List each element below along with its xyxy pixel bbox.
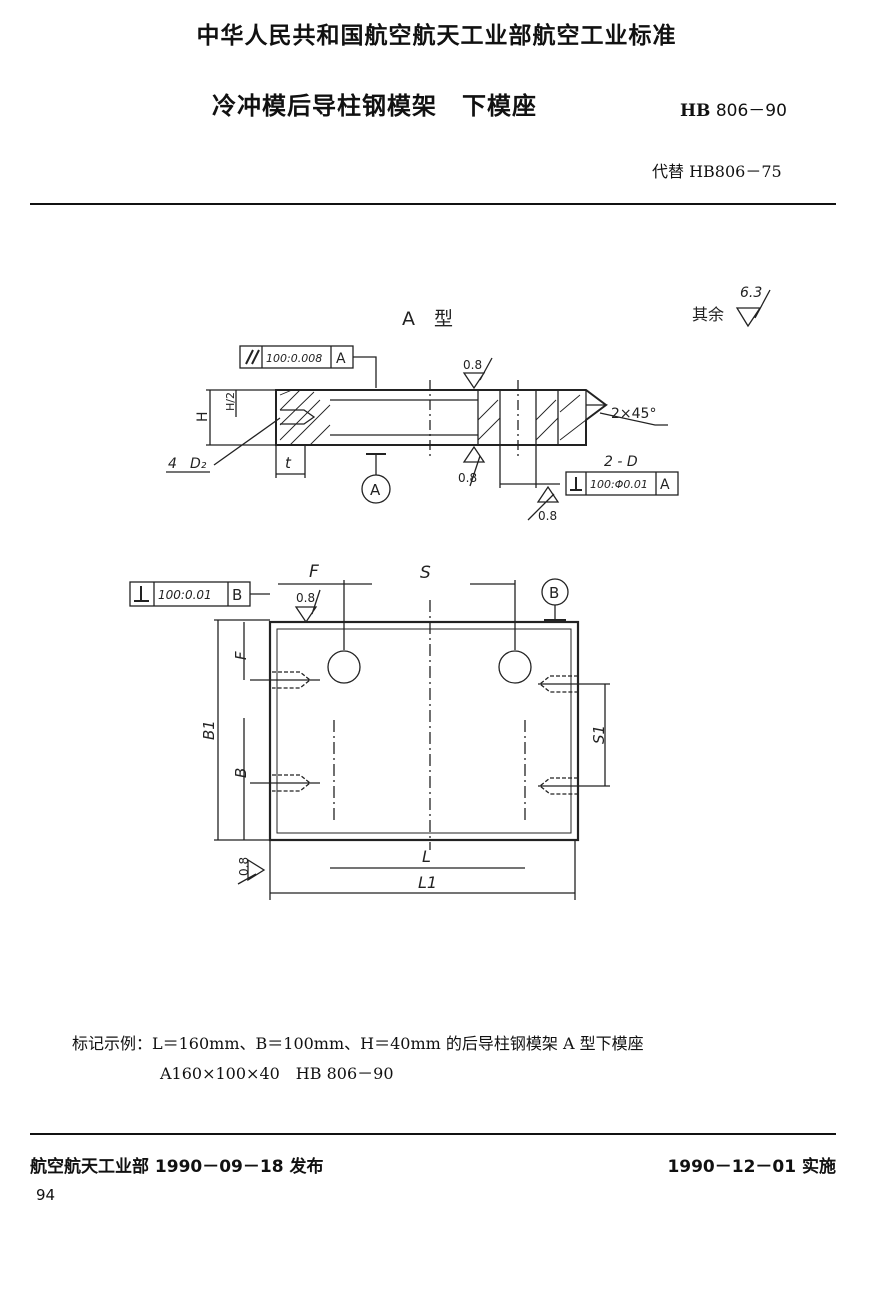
parallel-icon (245, 349, 260, 365)
dim-H2: H/2 (224, 392, 237, 411)
parallel-leader (353, 356, 377, 388)
plan-view-outline (268, 620, 580, 842)
page-number: 94 (36, 1186, 56, 1204)
roughness-bottom-value: 0.8 (237, 857, 251, 876)
roughness-other-symbol (735, 289, 771, 328)
thread-hole (280, 409, 316, 425)
roughness-symbol-hole (527, 485, 560, 521)
guide-hole-2 (535, 389, 559, 446)
side-thread-holes-right (538, 675, 578, 795)
document-code-prefix: HB (680, 101, 711, 121)
chamfer-leader (599, 412, 668, 426)
perp-tol-a-value: 100:Φ0.01 (590, 478, 648, 491)
roughness-other-value: 6.3 (740, 285, 762, 301)
thread-count: 4 (168, 456, 177, 472)
footer-rule (30, 1133, 836, 1135)
perp-b-datum: B (232, 586, 242, 604)
document-code: HB 806－90 (680, 96, 787, 121)
roughness-hole-value: 0.8 (538, 509, 557, 523)
roughness-symbol-bottom (237, 858, 266, 885)
roughness-plan-value: 0.8 (296, 591, 315, 605)
dim-H: H (195, 411, 211, 422)
dim-S1: S1 (590, 725, 608, 744)
datum-b-label: B (549, 584, 559, 602)
perpendicular-icon-b (134, 586, 149, 602)
roughness-mid-value: 0.8 (458, 471, 477, 485)
document-code-number: 806－90 (715, 101, 787, 121)
perp-tolerance-frame-a (565, 471, 679, 496)
dim-S: S (420, 563, 431, 583)
side-thread-holes-left (272, 671, 312, 792)
replaces-note: 代替 HB806－75 (652, 162, 782, 181)
document-title: 冷冲模后导柱钢模架 下模座 (212, 92, 537, 120)
marking-example-line2: A160×100×40 HB 806－90 (160, 1064, 394, 1083)
parallel-tol-value: 100:0.008 (266, 352, 322, 365)
roughness-symbol-top (462, 357, 493, 390)
chamfer-label: 2×45° (611, 406, 656, 422)
marking-example-line1: 标记示例：L＝160mm、B＝100mm、H＝40mm 的后导柱钢模架 A 型下… (72, 1034, 644, 1053)
dim-L1: L1 (418, 873, 437, 892)
technical-drawing: A 型 其余 6.3 100:0.008 A 2×45° H H/2 (129, 285, 771, 900)
perpendicular-icon-a (570, 477, 582, 491)
guide-hole-right (498, 650, 532, 684)
section-hatching (279, 389, 587, 446)
holes-2d-label: 2 - D (604, 454, 638, 470)
effective-date: 1990－12－01 实施 (667, 1157, 836, 1177)
issue-date: 航空航天工业部 1990－09－18 发布 (30, 1157, 324, 1177)
roughness-symbol-plan (294, 589, 321, 624)
guide-hole-left (327, 650, 361, 684)
guide-hole-1 (477, 389, 501, 446)
dim-t: t (285, 454, 292, 472)
roughness-top-value: 0.8 (463, 358, 482, 372)
perp-tol-b-value: 100:0.01 (158, 588, 212, 602)
parallel-datum: A (336, 351, 346, 367)
standard-title: 中华人民共和国航空航天工业部航空工业标准 (196, 23, 677, 49)
dim-B: B (232, 768, 250, 778)
dim-L: L (422, 847, 431, 866)
perp-a-datum: A (660, 477, 670, 493)
thread-diameter: D₂ (190, 456, 207, 472)
datum-a-label: A (370, 481, 381, 499)
roughness-other-label: 其余 (692, 305, 724, 324)
dim-F-top: F (309, 562, 319, 582)
dim-F-left: F (232, 651, 250, 660)
dim-B1: B1 (200, 720, 218, 740)
side-view-outline (275, 389, 608, 446)
datum-a-circle (361, 474, 391, 504)
header-rule (30, 203, 836, 205)
type-label: A 型 (402, 308, 453, 330)
roughness-symbol-mid (462, 445, 486, 487)
